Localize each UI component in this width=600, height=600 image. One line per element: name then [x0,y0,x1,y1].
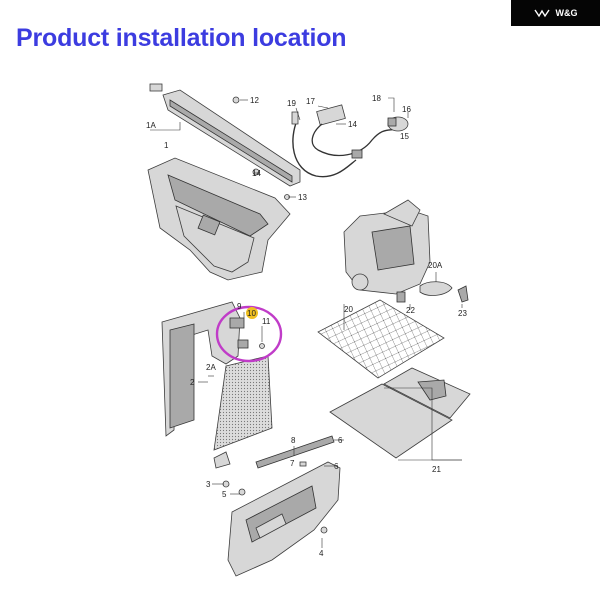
label-17: 17 [306,97,315,106]
label-2: 2 [190,378,195,387]
label-14-left: 14 [252,169,261,178]
brand-text: W&G [555,8,578,18]
label-20: 20 [344,305,353,314]
label-6-lower: 6 [334,462,339,471]
label-14-right: 14 [348,120,357,129]
label-9: 9 [237,302,242,311]
door-trim-panel [227,461,341,577]
wg-bird-logo-icon [533,9,550,18]
label-1a: 1A [146,121,156,130]
label-4: 4 [319,549,324,558]
label-5: 5 [222,490,227,499]
label-16: 16 [402,105,411,114]
label-7: 7 [290,459,295,468]
highlight-marker [246,307,258,319]
page-title: Product installation location [16,24,347,52]
label-3: 3 [206,480,211,489]
part-labels: 1A 1 12 14 13 19 17 14 18 16 15 20A 20 2… [146,94,467,558]
label-1: 1 [164,141,169,150]
label-13: 13 [298,193,307,202]
parcel-shelf-assembly [147,83,301,281]
electrical-module-assembly [291,104,409,178]
brand-logo: W&G [511,0,600,26]
leader-lines [150,97,463,548]
label-23: 23 [458,309,467,318]
label-22: 22 [406,306,415,315]
label-6-upper: 6 [338,436,343,445]
floor-tray-assembly [329,367,471,459]
label-2a: 2A [206,363,216,372]
label-8: 8 [291,436,296,445]
label-19: 19 [287,99,296,108]
label-10: 10 [247,309,256,318]
label-11: 11 [262,317,271,326]
label-15: 15 [400,132,409,141]
label-18: 18 [372,94,381,103]
car-rear-illustration [343,199,431,295]
label-12: 12 [250,96,259,105]
label-20a: 20A [428,261,443,270]
rail-and-fasteners [213,435,335,534]
door-frame-assembly [161,301,273,451]
label-21: 21 [432,465,441,474]
highlight-ring [215,305,283,363]
luggage-net-assembly [317,281,469,379]
